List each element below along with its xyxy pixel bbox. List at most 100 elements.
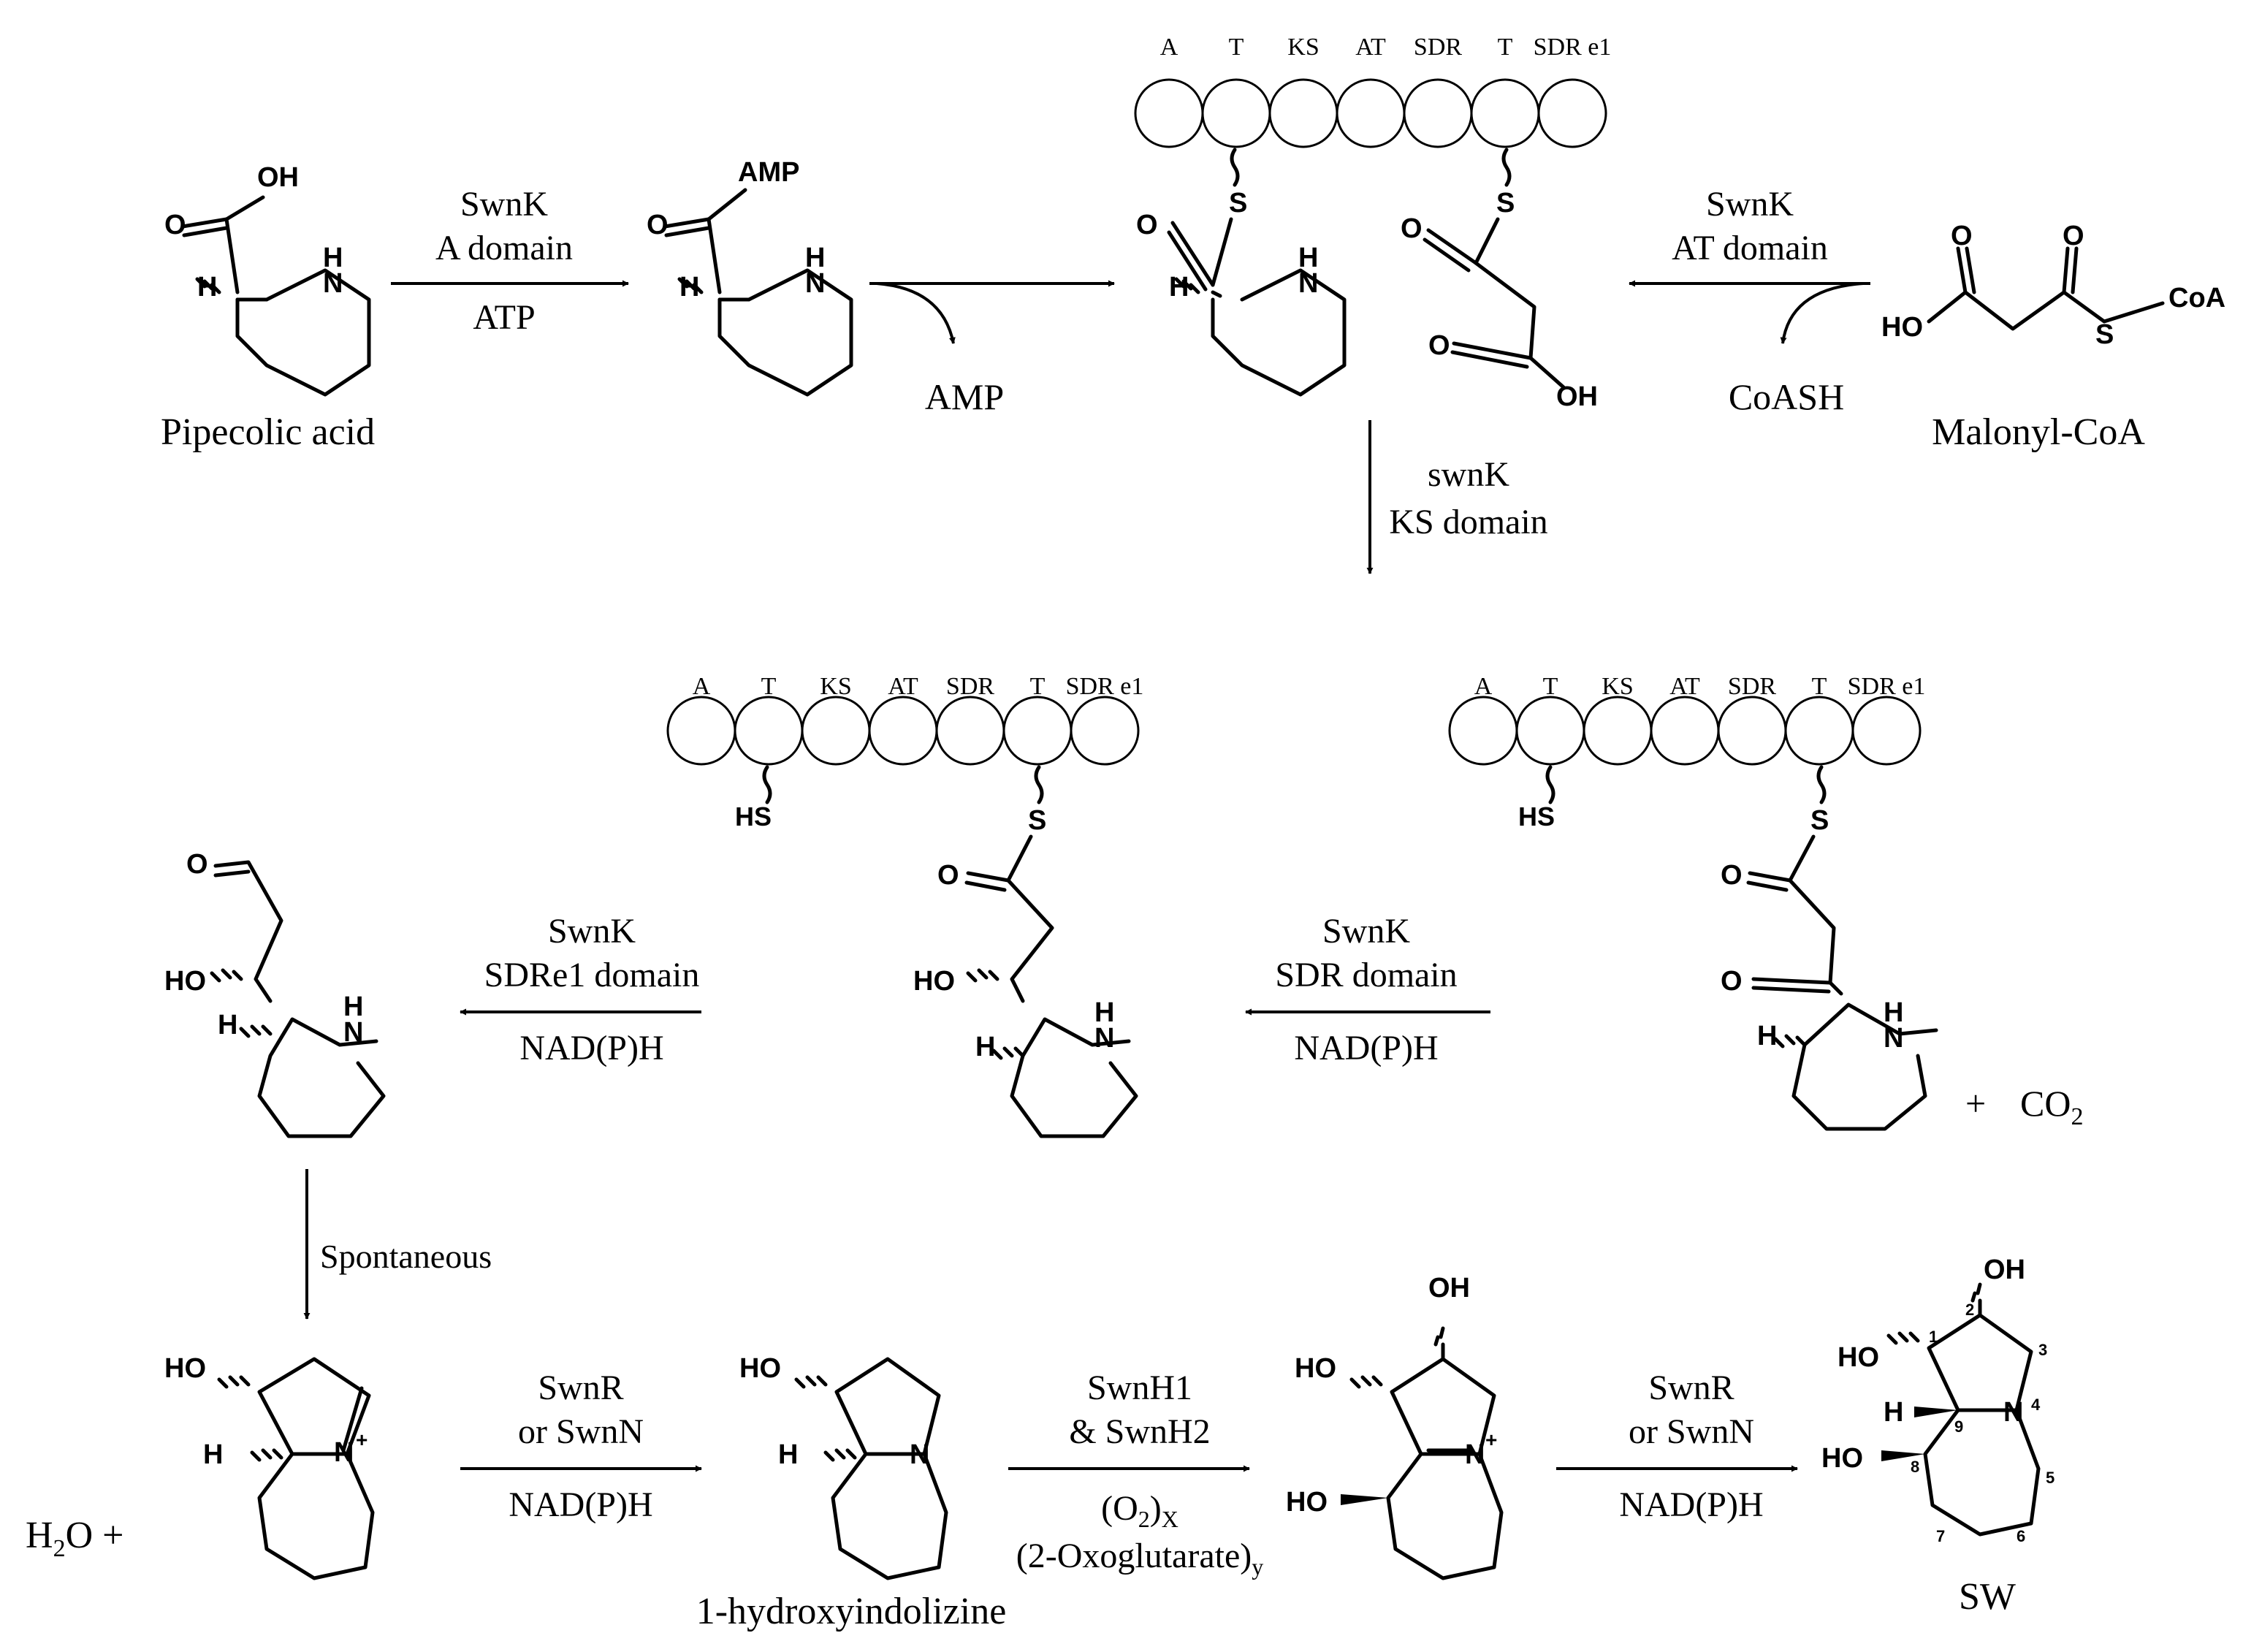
tethered-malonyl-structure: S O O OH	[1401, 148, 1598, 412]
domain-label: SDR e1	[1848, 673, 1926, 700]
swnn-enzyme: or SwnN	[518, 1412, 644, 1451]
domain-label: T	[1030, 673, 1046, 700]
hydrogen-label: H	[975, 1032, 995, 1062]
domain-circle	[1717, 696, 1787, 766]
nitrogen-label: N	[1094, 1023, 1114, 1054]
amp-group-label: AMP	[738, 157, 799, 188]
sulfur-label: S	[1810, 805, 1829, 836]
domain-circle	[1515, 696, 1585, 766]
domain-label: KS	[820, 673, 851, 700]
sulfur-label: S	[2095, 319, 2114, 350]
position-6-label: 6	[2017, 1527, 2025, 1545]
domain-label: KS	[1602, 673, 1633, 700]
at-domain-name: AT domain	[1672, 229, 1828, 267]
nitrogen-label: N	[334, 1437, 354, 1468]
domain-circle	[1583, 696, 1653, 766]
loading-step: AMP	[869, 280, 1115, 417]
hydroxyl-label: HO	[1821, 1443, 1863, 1474]
hydrogen-label: H	[1757, 1021, 1777, 1051]
hydrogen-label: H	[778, 1439, 798, 1470]
position-2-label: 2	[1965, 1301, 1974, 1319]
position-3-label: 3	[2038, 1341, 2047, 1359]
domain-label: A	[1474, 673, 1493, 700]
domain-label: SDR	[1728, 673, 1776, 700]
charge-label: +	[1485, 1428, 1497, 1451]
hydrogen-label: H	[197, 272, 217, 302]
domain-label: AT	[888, 673, 918, 700]
swnr-step-1: SwnR or SwnN NAD(P)H	[460, 1369, 702, 1524]
malonyl-coa-label: Malonyl-CoA	[1932, 411, 2145, 453]
sdr-domain-cofactor: NAD(P)H	[1294, 1029, 1438, 1067]
oxoglutarate-cosubstrate: (2-Oxoglutarate)y	[1016, 1537, 1264, 1580]
charge-label: +	[356, 1428, 368, 1451]
hydrogen-label: H	[218, 1010, 237, 1040]
nh-hydrogen-label: H	[1298, 243, 1318, 273]
oxygen-label: O	[1951, 221, 1973, 251]
swnn-enzyme: or SwnN	[1629, 1412, 1754, 1451]
oxygen-label: O	[164, 210, 186, 240]
coa-label: CoA	[2168, 283, 2225, 313]
swnh1-enzyme: SwnH1	[1087, 1369, 1192, 1407]
swnr-cofactor: NAD(P)H	[1619, 1485, 1763, 1524]
malonyl-coa-structure: HO O O S CoA	[1881, 221, 2225, 350]
domain-circle	[1784, 696, 1854, 766]
domain-circle	[1650, 696, 1720, 766]
hydroxyindolizine-structure: HO H N	[739, 1353, 948, 1580]
domain-circle	[1448, 696, 1518, 766]
a-domain-name: A domain	[435, 229, 573, 267]
nitrogen-label: N	[805, 268, 825, 299]
domain-circle	[801, 696, 871, 766]
hydroxyl-label: OH	[257, 162, 299, 193]
oxygen-label: O	[1721, 966, 1743, 997]
nh-hydrogen-label: H	[1094, 997, 1114, 1028]
spontaneous-label: Spontaneous	[320, 1238, 492, 1275]
nitrogen-label: N	[1465, 1439, 1485, 1470]
swnr-step-2: SwnR or SwnN NAD(P)H	[1556, 1369, 1798, 1524]
nh-hydrogen-label: H	[323, 243, 343, 273]
hydrogen-label: H	[1884, 1397, 1903, 1428]
domain-circle	[1336, 78, 1406, 148]
water-label: H2O +	[26, 1515, 123, 1562]
domain-circle	[734, 696, 804, 766]
thiol-label: HS	[1518, 802, 1555, 831]
oxygen-label: O	[1136, 210, 1158, 240]
at-domain-step: SwnK AT domain CoASH	[1629, 185, 1870, 417]
beta-keto-intermediate-structure: O O H H N	[1721, 834, 1938, 1131]
domain-label: T	[1543, 673, 1558, 700]
sdr-domain-step: SwnK SDR domain NAD(P)H	[1245, 912, 1490, 1067]
domain-label: SDR e1	[1534, 34, 1612, 61]
domain-circle	[1134, 78, 1204, 148]
domain-circle	[1002, 696, 1073, 766]
domain-circle	[868, 696, 938, 766]
domain-label: SDR	[946, 673, 994, 700]
domain-label: T	[1498, 34, 1513, 61]
hydroxyl-label: HO	[1881, 312, 1923, 343]
domain-circle	[1851, 696, 1922, 766]
domain-label: SDR	[1414, 34, 1462, 61]
sdre1-domain-step: SwnK SDRe1 domain NAD(P)H	[460, 912, 701, 1067]
domain-circle	[935, 696, 1005, 766]
co2-label: CO2	[2020, 1083, 2083, 1130]
nitrogen-label: N	[1298, 268, 1318, 299]
hydrogen-label: H	[203, 1439, 223, 1470]
ks-domain-name: KS domain	[1389, 503, 1547, 541]
sdre1-domain-name: SDRe1 domain	[484, 956, 700, 994]
spontaneous-step: Spontaneous	[303, 1169, 492, 1320]
trihydroxy-iminium-structure: OH HO HO N +	[1286, 1273, 1504, 1580]
tethered-pipecolyl-structure: S O H H N	[1136, 148, 1347, 397]
domain-circle	[1201, 78, 1271, 148]
hydroxyindolizine-label: 1-hydroxyindolizine	[696, 1591, 1007, 1632]
nitrogen-label: N	[2003, 1397, 2023, 1428]
swnh-step: SwnH1 & SwnH2 (O2)X (2-Oxoglutarate)y	[1008, 1369, 1263, 1580]
coash-byproduct: CoASH	[1729, 376, 1844, 417]
domain-label: T	[1812, 673, 1827, 700]
position-8-label: 8	[1911, 1458, 1919, 1476]
swnr-enzyme: SwnR	[1648, 1369, 1734, 1407]
position-7-label: 7	[1936, 1527, 1945, 1545]
hydroxyl-label: OH	[1556, 381, 1598, 412]
beta-hydroxy-intermediate-structure: O HO H H N	[913, 834, 1138, 1138]
